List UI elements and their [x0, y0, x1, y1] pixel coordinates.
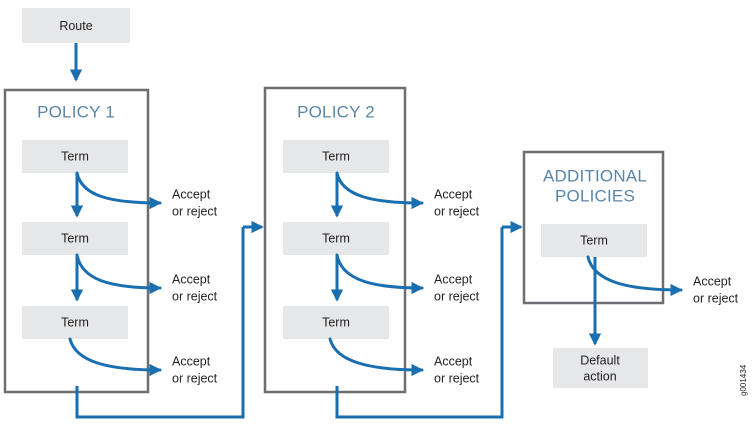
policy-2-term-2-label: Term [322, 231, 350, 245]
policy-2-fallthrough-segment [335, 227, 504, 419]
policy-1-accept-2-label-line1: Accept [172, 272, 211, 286]
policy-2-accept-3-label-line2: or reject [434, 371, 480, 385]
policy-1-title: POLICY 1 [37, 102, 115, 121]
policy-1-term-3-label: Term [61, 315, 89, 329]
policy-2-term-1-label: Term [322, 149, 350, 163]
additional-policies-term-box [541, 224, 647, 257]
policy-1-accept-2-arrow [75, 253, 162, 295]
policy-1-accept-2-label-line2: or reject [172, 289, 218, 303]
policy-2-term-3-label: Term [322, 315, 350, 329]
policy-1-term-1-label: Term [61, 149, 89, 163]
policy-2-title: POLICY 2 [297, 102, 375, 121]
policy-1-term-2-box [22, 222, 128, 255]
route-box-label: Route [59, 19, 92, 33]
route-box [22, 8, 130, 43]
policy-2-accept-3-label-line1: Accept [434, 354, 473, 368]
policy-1-fallthrough-segment [75, 227, 245, 419]
policy-2-term-3-box [283, 306, 389, 339]
policy-1-term-3-box [22, 306, 128, 339]
policy-1-accept-3-arrow [68, 337, 162, 377]
default-action-box [553, 348, 648, 388]
policy-2-accept-1-label-line2: or reject [434, 204, 480, 218]
policy-1-term-2-label: Term [61, 231, 89, 245]
policy-1-accept-3-label-line1: Accept [172, 354, 211, 368]
policy-2-term-2-box [283, 222, 389, 255]
policy-2-accept-2-label-line1: Accept [434, 272, 473, 286]
default-action-label-line2: action [583, 369, 616, 383]
policy-1-term-1-box [22, 140, 128, 173]
policy-1-accept-1-label-line1: Accept [172, 187, 211, 201]
policy-1-accept-1-arrow [75, 171, 162, 210]
additional-policies-accept-arrow [586, 255, 683, 297]
additional-policies-term-label: Term [580, 233, 608, 247]
policy-2-accept-1-arrow [335, 171, 424, 210]
policy-1-accept-3-label-line2: or reject [172, 371, 218, 385]
default-action-label-line1: Default [580, 353, 620, 367]
additional-policies-title-line2: POLICIES [555, 186, 635, 205]
policy-1-accept-1-label-line2: or reject [172, 204, 218, 218]
additional-policies-accept-label-line2: or reject [693, 291, 739, 305]
figure-id: g001434 [739, 364, 748, 396]
additional-policies-accept-label-line1: Accept [693, 274, 732, 288]
policy-2-term-1-box [283, 140, 389, 173]
additional-policies-title-line1: ADDITIONAL [543, 166, 647, 185]
policy-2-accept-2-label-line2: or reject [434, 289, 480, 303]
policy-2-accept-2-arrow [335, 253, 424, 295]
figure-id-text: g001434 [739, 364, 748, 396]
policy-2-accept-3-arrow [328, 337, 424, 377]
policy-2-accept-1-label-line1: Accept [434, 187, 473, 201]
